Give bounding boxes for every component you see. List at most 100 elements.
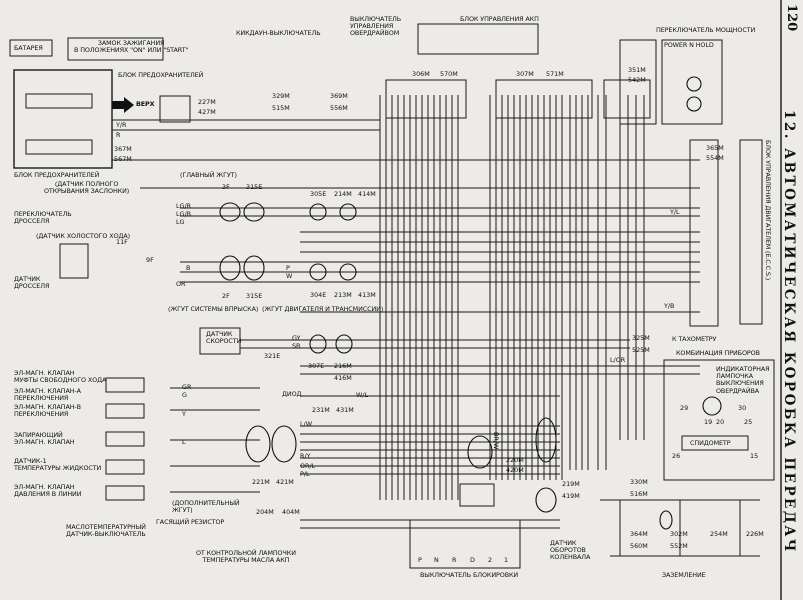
wire-code: BR/W xyxy=(492,432,500,450)
connector-code: 2F xyxy=(222,292,230,300)
connector-code: 321E xyxy=(264,352,281,360)
wire-code: OR/L xyxy=(300,462,316,470)
connector-code: 369M xyxy=(330,92,348,100)
connector-code: 302M xyxy=(670,530,688,538)
connector-code: 404M xyxy=(282,508,300,516)
speedometer-label: СПИДОМЕТР xyxy=(690,439,731,447)
pin-number: 20 xyxy=(716,418,725,426)
connector-code: 351M xyxy=(628,66,646,74)
connector-code: 220M xyxy=(506,456,524,464)
wire-code: L/OR xyxy=(610,356,626,364)
throttle-switch-label: ПЕРЕКЛЮЧАТЕЛЬ ДРОССЕЛЯ xyxy=(14,210,72,226)
connector-code: 552M xyxy=(670,542,688,550)
connector-code: 254M xyxy=(710,530,728,538)
wire-code: R xyxy=(116,131,121,139)
battery-label: БАТАРЕЯ xyxy=(14,44,43,52)
wire-code: W xyxy=(286,272,293,280)
wire-code: LG/R xyxy=(176,202,192,210)
ground-label: ЗАЗЕМЛЕНИЕ xyxy=(662,571,706,579)
connector-code: 9F xyxy=(146,256,154,264)
connector-code: 515M xyxy=(272,104,290,112)
od-lamp-label: ИНДИКАТОРНАЯ ЛАМПОЧКА ВЫКЛЮЧЕНИЯ ОВЕРДРА… xyxy=(716,365,770,395)
connector-code: 329M xyxy=(272,92,290,100)
inhibitor-pin: P xyxy=(418,556,422,564)
sol-lock-label: ЗАПИРАЮЩИЙ ЭЛ-МАГН. КЛАПАН xyxy=(14,431,75,447)
connector-code: 414M xyxy=(358,190,376,198)
connector-code: 420M xyxy=(506,466,524,474)
ecu-label: БЛОК УПРАВЛЕНИЯ ДВИГАТЕЛЕМ (E.C.C.S.) xyxy=(764,140,773,281)
connector-code: 315E xyxy=(246,292,263,300)
wire-code: L/W xyxy=(300,420,313,428)
connector-code: 421M xyxy=(276,478,294,486)
connector-code: 306M xyxy=(412,70,430,78)
wire-code: L xyxy=(182,438,186,446)
inhibitor-pin: N xyxy=(434,556,439,564)
connector-code: 231M xyxy=(312,406,330,414)
connector-code: 560M xyxy=(630,542,648,550)
connector-code: 365M xyxy=(706,144,724,152)
ignition-label: ЗАМОК ЗАЖИГАНИЯ В ПОЛОЖЕНИЯХ "ON" ИЛИ "S… xyxy=(74,39,189,55)
connector-code: 419M xyxy=(562,492,580,500)
wire-code: R/Y xyxy=(300,452,311,460)
kickdown-label: КИКДАУН-ВЫКЛЮЧАТЕЛЬ xyxy=(236,29,321,37)
connector-code: 219M xyxy=(562,480,580,488)
injection-harness-label: (ЖГУТ СИСТЕМЫ ВПРЫСКА) xyxy=(168,305,259,313)
extra-harness-label: (ДОПОЛНИТЕЛЬНЫЙ ЖГУТ) xyxy=(172,499,240,515)
chapter-title: 12. АВТОМАТИЧЕСКАЯ КОРОБКА ПЕРЕДАЧ xyxy=(781,110,797,554)
connector-code: 304E xyxy=(310,291,327,299)
fluid-temp-label: ДАТЧИК-1 ТЕМПЕРАТУРЫ ЖИДКОСТИ xyxy=(14,457,102,473)
connector-code: 364M xyxy=(630,530,648,538)
connector-code: 204M xyxy=(256,508,274,516)
wire-code: G xyxy=(182,391,187,399)
wire-code: Y/B xyxy=(664,302,675,310)
connector-code: 227M xyxy=(198,98,216,106)
wire-code: GR xyxy=(182,383,192,391)
power-header: POWER N HOLD xyxy=(664,41,714,49)
speed-sensor-label: ДАТЧИК СКОРОСТИ xyxy=(206,330,242,346)
connector-code: 325M xyxy=(632,334,650,342)
wire-code: SB xyxy=(292,342,301,350)
up-arrow-label: ВЕРХ xyxy=(136,100,155,108)
connector-code: 221M xyxy=(252,478,270,486)
oil-temp-switch-label: МАСЛОТЕМПЕРАТУРНЫЙ ДАТЧИК-ВЫКЛЮЧАТЕЛЬ xyxy=(66,523,146,539)
connector-code: 554M xyxy=(706,154,724,162)
sol-freewheel-label: ЭЛ-МАГН. КЛАПАН МУФТЫ СВОБОДНОГО ХОДА xyxy=(14,369,107,385)
pin-number: 30 xyxy=(738,404,747,412)
page-number: 120 xyxy=(784,4,799,32)
fuse-block-bottom-label: БЛОК ПРЕДОХРАНИТЕЛЕЙ xyxy=(14,171,100,179)
pin-number: 25 xyxy=(744,418,753,426)
power-selector-label: ПЕРЕКЛЮЧАТЕЛЬ МОЩНОСТИ xyxy=(656,26,756,34)
connector-code: 525M xyxy=(632,346,650,354)
connector-code: 516M xyxy=(630,490,648,498)
full-throttle-label: (ДАТЧИК ПОЛНОГО ОТКРЫВАНИЯ ЗАСЛОНКИ) xyxy=(44,180,130,196)
connector-code: 307E xyxy=(308,362,325,370)
instrument-cluster-label: КОМБИНАЦИЯ ПРИБОРОВ xyxy=(676,349,760,357)
diode-label: ДИОД xyxy=(282,390,302,398)
connector-code: 542M xyxy=(628,76,646,84)
connector-code: 213M xyxy=(334,291,352,299)
connector-code: 570M xyxy=(440,70,458,78)
wire-code: W/L xyxy=(356,391,369,399)
inhibitor-label: ВЫКЛЮЧАТЕЛЬ БЛОКИРОВКИ xyxy=(420,571,519,579)
sol-line-label: ЭЛ-МАГН. КЛАПАН ДАВЛЕНИЯ В ЛИНИИ xyxy=(14,483,82,499)
inhibitor-pin: 2 xyxy=(488,556,493,564)
wire-code: GY xyxy=(292,334,301,342)
wire-code: Y/L xyxy=(670,208,680,216)
wire-code: P xyxy=(286,264,290,272)
overdrive-switch-label: ВЫКЛЮЧАТЕЛЬ УПРАВЛЕНИЯ ОВЕРДРАЙВОМ xyxy=(350,15,402,38)
pin-number: 19 xyxy=(704,418,713,426)
sol-a-label: ЭЛ-МАГН. КЛАПАН-А ПЕРЕКЛЮЧЕНИЯ xyxy=(14,387,81,403)
connector-code: 413M xyxy=(358,291,376,299)
wire-code: Y/R xyxy=(116,121,127,129)
connector-code: 571M xyxy=(546,70,564,78)
wire-code: Y xyxy=(182,410,186,418)
wire-code: P/L xyxy=(300,470,310,478)
throttle-sensor-label: ДАТЧИК ДРОССЕЛЯ xyxy=(14,275,50,291)
connector-code: 427M xyxy=(198,108,216,116)
pin-number: 15 xyxy=(750,452,759,460)
connector-code: 305E xyxy=(310,190,327,198)
connector-code: 431M xyxy=(336,406,354,414)
connector-code: 216M xyxy=(334,362,352,370)
